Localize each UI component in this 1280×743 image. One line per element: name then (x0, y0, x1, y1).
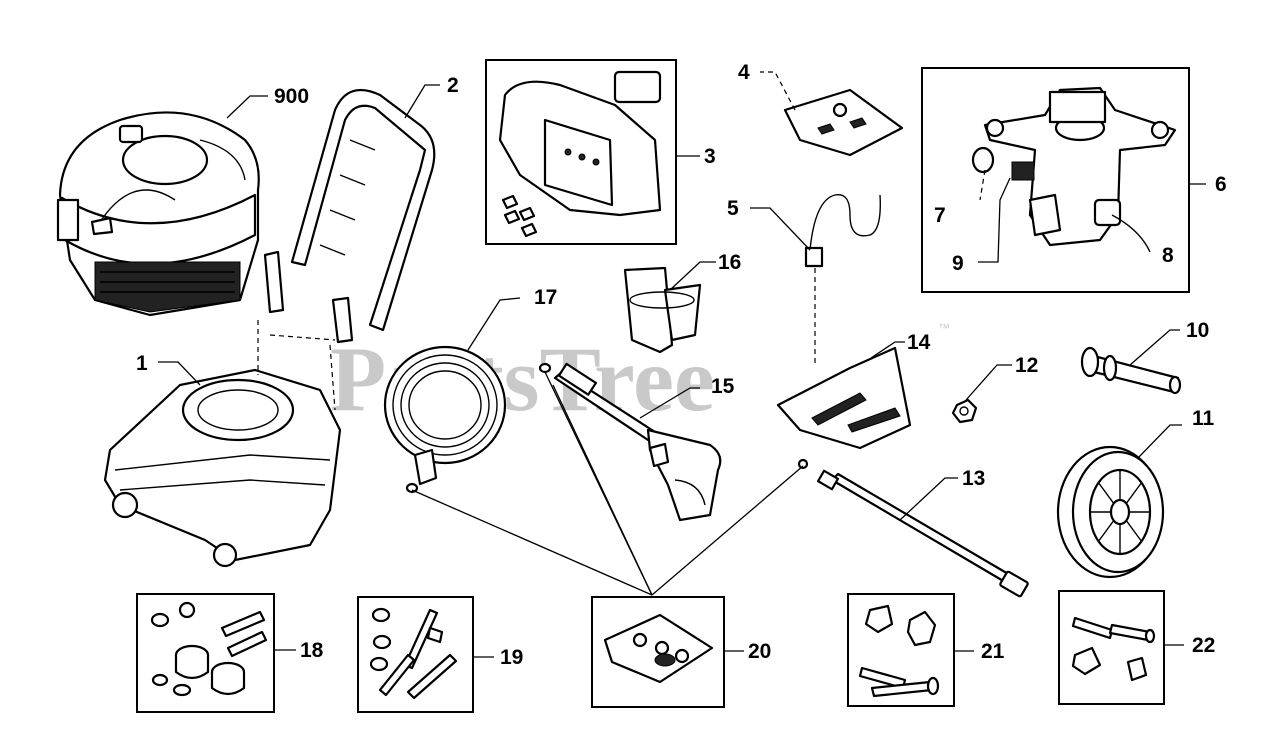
part-2-handle[interactable] (263, 88, 436, 344)
part-3-control-panel[interactable] (498, 70, 662, 238)
label-19: 19 (500, 646, 523, 669)
part-5-clip[interactable] (804, 193, 881, 268)
part-15-spray-gun[interactable] (538, 362, 722, 522)
watermark-trademark: ™ (938, 321, 950, 335)
label-5: 5 (727, 197, 739, 220)
label-16: 16 (718, 251, 741, 274)
label-3: 3 (704, 145, 716, 168)
label-1: 1 (136, 352, 148, 375)
part-16-holder[interactable] (623, 266, 702, 354)
label-8: 8 (1162, 244, 1174, 267)
part-20-nozzle-holder[interactable] (603, 613, 714, 684)
label-6: 6 (1215, 173, 1227, 196)
part-10-axle[interactable] (1080, 346, 1182, 395)
part-17-hose[interactable] (383, 345, 507, 494)
label-900: 900 (274, 85, 309, 108)
part-6-pump[interactable] (971, 86, 1177, 247)
part-22-bolt-kit[interactable] (1071, 616, 1156, 682)
part-12-nut[interactable] (951, 398, 978, 424)
part-14-nozzle-bag[interactable] (776, 346, 912, 450)
part-18-mount-kit[interactable] (150, 601, 268, 697)
label-13: 13 (962, 467, 985, 490)
box-part-22 (1058, 590, 1165, 705)
part-13-wand[interactable] (797, 458, 1029, 598)
part-19-handle-hardware[interactable] (369, 607, 458, 700)
label-11: 11 (1192, 407, 1215, 430)
part-900-engine[interactable] (56, 111, 260, 317)
label-20: 20 (748, 640, 771, 663)
label-7: 7 (934, 204, 946, 227)
label-18: 18 (300, 639, 324, 662)
label-4: 4 (738, 61, 750, 84)
part-21-wheel-hardware[interactable] (858, 604, 940, 698)
label-10: 10 (1186, 319, 1209, 342)
label-9: 9 (952, 252, 964, 275)
label-17: 17 (534, 286, 557, 309)
label-2: 2 (447, 74, 459, 97)
part-4-hardware-bag[interactable] (783, 88, 904, 157)
label-14: 14 (907, 331, 931, 354)
label-15: 15 (711, 375, 735, 398)
label-22: 22 (1192, 634, 1215, 657)
part-1-frame[interactable] (103, 320, 342, 568)
label-21: 21 (981, 640, 1005, 663)
part-11-wheel[interactable] (1056, 445, 1165, 579)
label-12: 12 (1015, 354, 1038, 377)
